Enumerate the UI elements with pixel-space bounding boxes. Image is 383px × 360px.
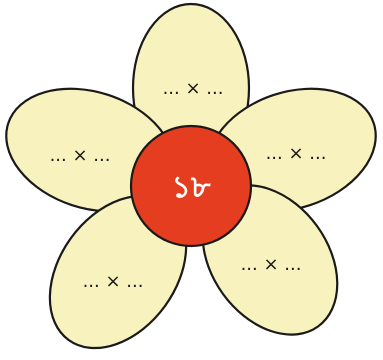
petal-right-label: ... × ... bbox=[266, 143, 327, 164]
petal-top-label: ... × ... bbox=[163, 78, 224, 99]
petal-bottom-left-label: ... × ... bbox=[83, 271, 144, 292]
center-number: ১৮ bbox=[172, 170, 211, 205]
petal-left-label: ... × ... bbox=[50, 145, 111, 166]
petal-bottom-right-label: ... × ... bbox=[241, 254, 302, 275]
